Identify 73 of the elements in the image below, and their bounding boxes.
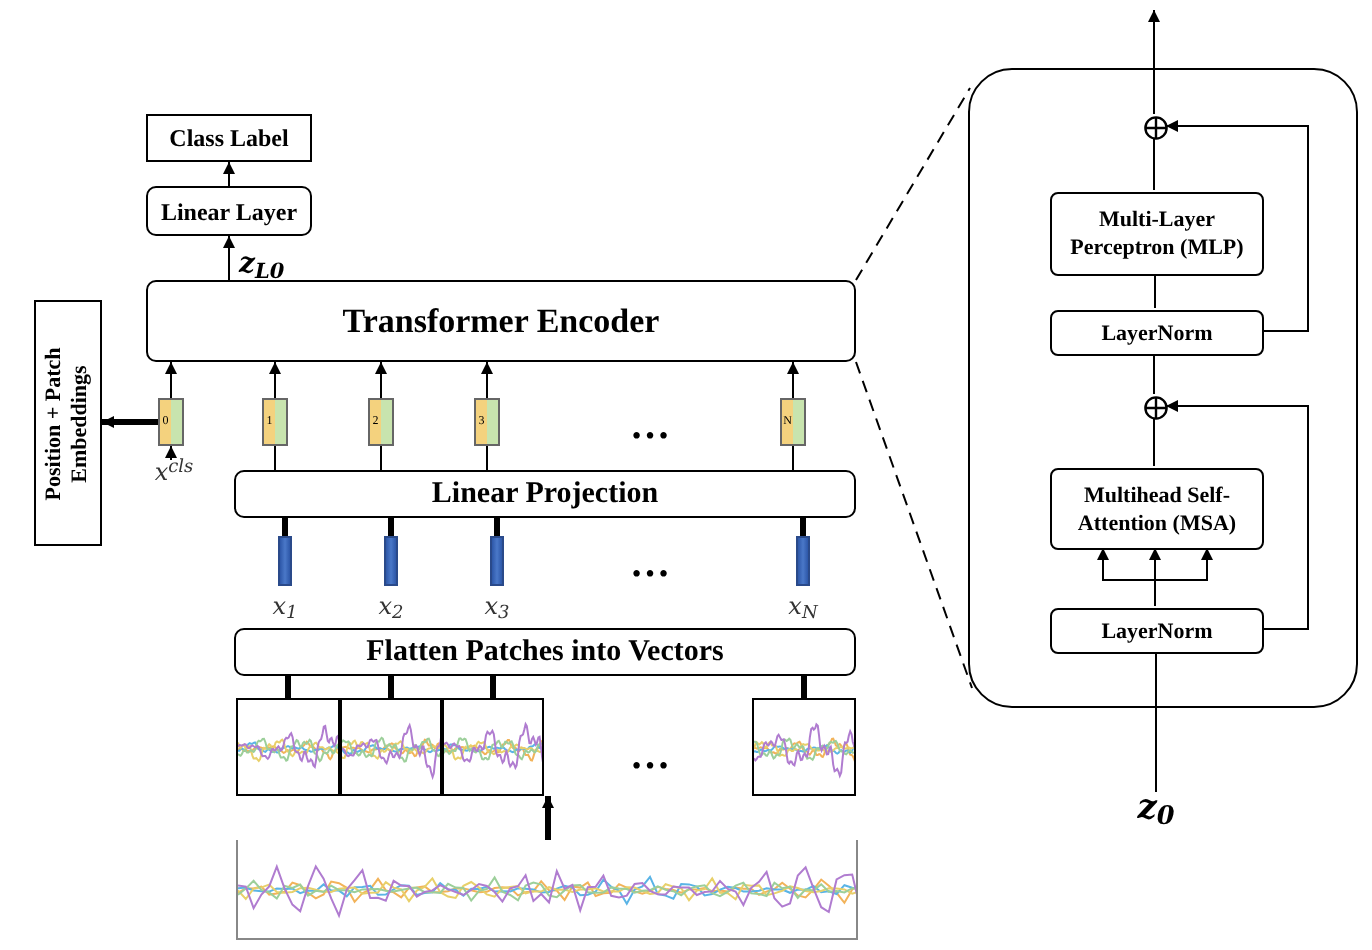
box-label: LayerNorm	[1101, 617, 1213, 645]
box-label: Transformer Encoder	[342, 299, 660, 344]
token-box	[158, 398, 184, 446]
zoom-line	[855, 87, 971, 281]
token-box	[780, 398, 806, 446]
variable-label: x$_{3}$	[484, 594, 510, 618]
ellipsis-label: …	[630, 544, 670, 584]
process-box	[1050, 608, 1264, 654]
box-label: Position + Patch Embeddings	[42, 344, 94, 504]
zoom-line	[855, 361, 973, 689]
process-box	[1050, 468, 1264, 550]
arrow	[165, 445, 177, 461]
arrow	[787, 361, 799, 399]
token-box	[474, 398, 500, 446]
arrow	[375, 361, 387, 399]
connector-line	[1155, 651, 1157, 793]
token-box	[368, 398, 394, 446]
connector-line	[1153, 353, 1155, 395]
box-label: Multi-Layer Perceptron (MLP)	[1068, 206, 1246, 262]
connector-line	[282, 518, 288, 536]
process-box	[234, 628, 856, 676]
variable-label: x$_{N}$	[788, 594, 818, 618]
arrow	[1148, 9, 1160, 115]
connector-line	[490, 676, 496, 698]
box-label: Linear Projection	[431, 475, 659, 514]
add-circle	[1144, 396, 1168, 420]
connector-line	[1153, 417, 1155, 467]
process-box	[146, 114, 312, 162]
add-circle	[1144, 116, 1168, 140]
arrow	[542, 796, 554, 840]
arrow	[223, 235, 235, 281]
variable-label: z$_{0}$	[1137, 792, 1175, 826]
connector-line	[1154, 273, 1156, 309]
arrow	[269, 361, 281, 399]
connector-line	[274, 445, 276, 471]
box-label: LayerNorm	[1101, 319, 1213, 347]
connector-line	[800, 518, 806, 536]
arrow	[165, 361, 177, 399]
connector-line	[801, 676, 807, 698]
box-label: Multihead Self-Attention (MSA)	[1075, 481, 1239, 537]
process-box	[234, 470, 856, 518]
arrow	[102, 416, 158, 428]
connector-line	[380, 445, 382, 471]
variable-label: x$_{1}$	[272, 594, 298, 618]
box-label: Class Label	[169, 122, 289, 156]
connector-line	[388, 676, 394, 698]
vector-bar	[278, 536, 292, 586]
box-label: Linear Layer	[160, 195, 298, 229]
connector-line	[792, 445, 794, 471]
connector-line	[388, 518, 394, 536]
connector-line	[285, 676, 291, 698]
vector-bar	[796, 536, 810, 586]
box-label: Flatten Patches into Vectors	[366, 633, 724, 672]
token-box	[262, 398, 288, 446]
connector-line	[1153, 137, 1155, 191]
process-box	[1050, 192, 1264, 276]
connector-line	[486, 445, 488, 471]
arrow	[481, 361, 493, 399]
arrow	[1165, 120, 1309, 332]
variable-label: x$_{2}$	[378, 594, 404, 618]
connector-line	[494, 518, 500, 536]
ellipsis-label: …	[630, 406, 670, 446]
process-box	[1050, 310, 1264, 356]
encoder-block	[968, 68, 1358, 708]
ellipsis-label: …	[630, 736, 670, 776]
arrow	[1165, 400, 1309, 630]
arrow	[223, 161, 235, 187]
process-box	[146, 186, 312, 236]
vector-bar	[490, 536, 504, 586]
vector-bar	[384, 536, 398, 586]
variable-label: x$^{cls}$	[154, 460, 194, 484]
embedding-box	[34, 300, 102, 546]
process-box	[146, 280, 856, 362]
